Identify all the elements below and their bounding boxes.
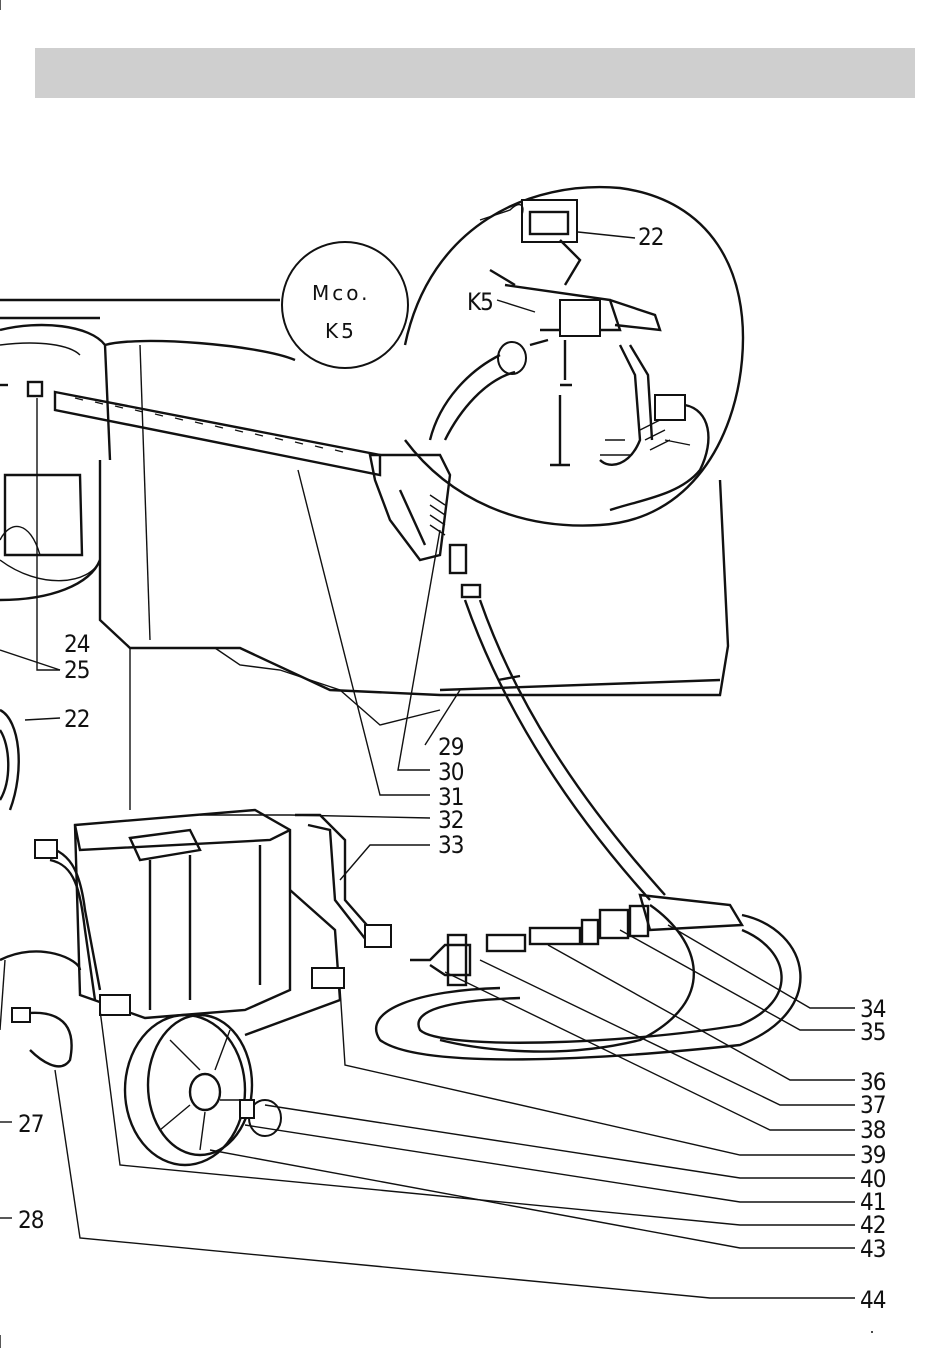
label-30: 30 [438, 758, 464, 786]
label-43: 43 [860, 1235, 886, 1263]
label-38: 38 [860, 1116, 886, 1144]
label-24: 24 [64, 630, 90, 658]
label-29: 29 [438, 733, 464, 761]
callout-line1: Mco. [312, 281, 371, 305]
wheel [125, 1015, 281, 1165]
label-28: 28 [18, 1206, 44, 1234]
label-25: 25 [64, 656, 89, 684]
model-callout: Mco. K5 [282, 242, 408, 368]
label-37: 37 [860, 1091, 885, 1119]
leader-lines [0, 232, 855, 1298]
spray-lance [55, 392, 466, 573]
label-27: 27 [18, 1110, 43, 1138]
label-22-left: 22 [64, 705, 89, 733]
label-44: 44 [860, 1286, 886, 1314]
detail-inset [405, 187, 743, 525]
hose-couplings [410, 906, 648, 985]
label-k5: K5 [467, 288, 493, 316]
label-35: 35 [860, 1018, 885, 1046]
label-22-top: 22 [638, 223, 663, 251]
label-32: 32 [438, 806, 463, 834]
callout-line2: K5 [325, 319, 357, 343]
label-33: 33 [438, 831, 464, 859]
